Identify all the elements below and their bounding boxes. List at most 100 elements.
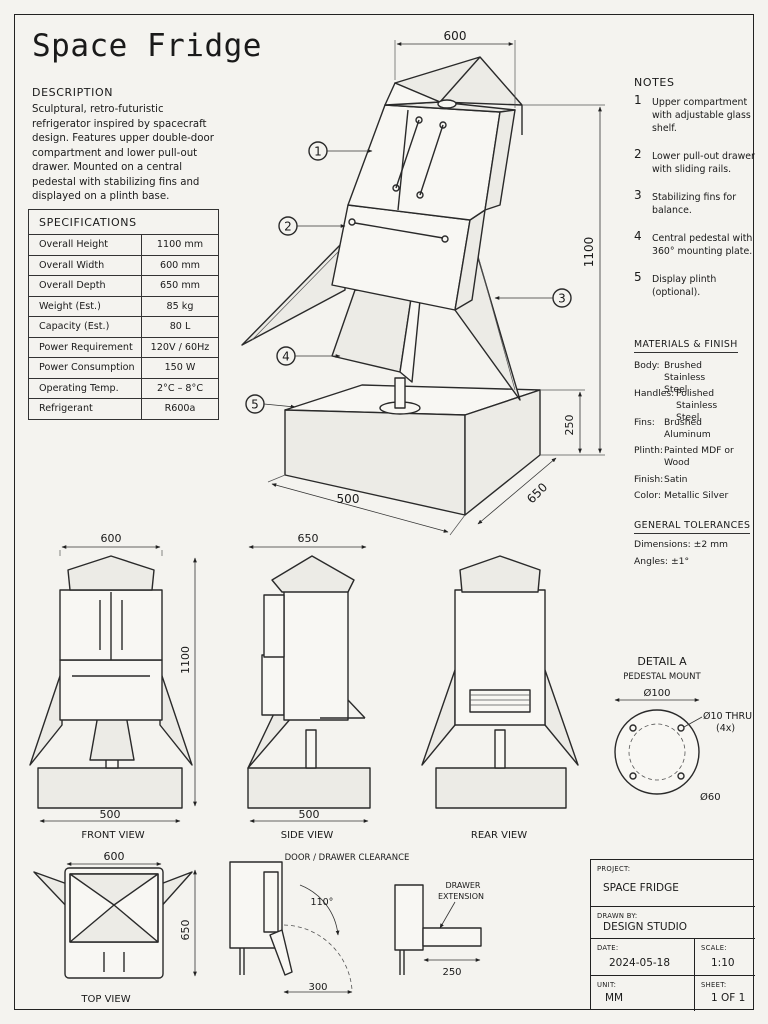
- rear-view-label: REAR VIEW: [471, 830, 527, 841]
- callout-4-label: 4: [282, 350, 290, 364]
- front-nozzle: [89, 714, 135, 761]
- tolerance-dimensions: Dimensions: ±2 mm: [634, 539, 728, 551]
- title-block-unit: UNIT: MM: [591, 976, 695, 1011]
- note-text: Display plinth (optional).: [652, 274, 717, 298]
- title-block-date: DATE: 2024-05-18: [591, 939, 695, 976]
- drawer-body: [394, 884, 424, 951]
- rear-right-fin: [544, 669, 579, 766]
- tolerance-key: Dimensions:: [634, 539, 691, 550]
- description-text: Sculptural, retro-futuristic refrigerato…: [32, 104, 214, 202]
- description-heading: DESCRIPTION: [32, 86, 114, 99]
- note-text: Upper compartment with adjustable glass …: [652, 97, 751, 134]
- callout-2-label: 2: [284, 220, 292, 234]
- side-nose-cone: [271, 555, 355, 593]
- tolerance-angles: Angles: ±1°: [634, 556, 689, 568]
- unit-label: UNIT:: [597, 981, 617, 989]
- material-item: Finish:Satin: [634, 474, 687, 486]
- side-plinth: [247, 767, 371, 809]
- top-dim-width: 600: [104, 850, 125, 863]
- material-value: Painted MDF or Wood: [664, 445, 734, 468]
- door-split: [397, 109, 409, 211]
- material-item: Fins:Brushed Aluminum: [634, 417, 714, 441]
- top-view-label: TOP VIEW: [80, 994, 130, 1005]
- detail-dim-outer: Ø100: [644, 687, 671, 699]
- front-plinth: [37, 767, 183, 809]
- page-title: Space Fridge: [32, 28, 262, 64]
- note-text: Central pedestal with 360° mounting plat…: [652, 233, 753, 257]
- material-value: Brushed Stainless Steel: [664, 360, 706, 395]
- iso-dim-plinth-width: 500: [337, 492, 360, 506]
- detail-dim-holes: Ø10 THRU: [703, 711, 752, 722]
- material-key: Fins:: [634, 417, 655, 428]
- door-handle-right: [419, 124, 444, 196]
- left-fin: [241, 239, 346, 346]
- lower-nozzle: [331, 289, 413, 373]
- spec-value: 650 mm: [141, 275, 219, 297]
- front-left-fin: [29, 669, 63, 766]
- callout-5-label: 5: [251, 398, 259, 412]
- title-block: PROJECT: SPACE FRIDGE DRAWN BY: DESIGN S…: [590, 859, 755, 1011]
- material-value: Satin: [664, 474, 688, 485]
- sheet-label: SHEET:: [701, 981, 727, 989]
- unit-value: MM: [605, 992, 624, 1004]
- drawer-front: [331, 204, 471, 311]
- material-item: Body: Brushed Stainless Steel: [634, 360, 726, 396]
- material-key: Handles:: [634, 388, 675, 399]
- clearance-dim-door: 300: [308, 982, 327, 993]
- side-dim-base: 500: [299, 808, 320, 821]
- material-value: Polished Stainless Steel: [676, 388, 718, 423]
- title-block-scale: SCALE: 1:10: [695, 939, 755, 976]
- scale-label: SCALE:: [701, 944, 727, 952]
- materials-heading: MATERIALS & FINISH: [634, 339, 738, 353]
- note-number: 1: [634, 93, 642, 107]
- table-row: Operating Temp.2°C – 8°C: [28, 377, 219, 399]
- material-item: Color:Metallic Silver: [634, 490, 728, 502]
- callout-1-label: 1: [314, 145, 322, 159]
- front-view-label: FRONT VIEW: [81, 830, 144, 841]
- rear-view: REAR VIEW: [421, 555, 579, 841]
- drawer-handle: [354, 222, 444, 239]
- date-value: 2024-05-18: [609, 957, 671, 969]
- plinth-front: [284, 409, 466, 516]
- front-right-fin: [159, 669, 193, 766]
- clearance-angle: 110°: [311, 897, 334, 908]
- detail-dim-inner: Ø60: [700, 791, 721, 803]
- note-item: 4 Central pedestal with 360° mounting pla…: [634, 229, 762, 258]
- note-number: 4: [634, 229, 642, 243]
- drawer-extension-label2: EXTENSION: [438, 892, 484, 901]
- rear-plinth: [435, 767, 567, 809]
- notes-heading: NOTES: [634, 76, 675, 89]
- clearance-title: DOOR / DRAWER CLEARANCE: [285, 853, 410, 863]
- date-label: DATE:: [597, 944, 619, 952]
- table-row: Capacity (Est.)80 L: [28, 316, 219, 338]
- tolerance-value: ±2 mm: [693, 539, 729, 550]
- tolerance-key: Angles:: [634, 556, 669, 567]
- clearance-view: DOOR / DRAWER CLEARANCE 110° 300 DRAWER …: [229, 853, 484, 994]
- drawer-extension-label: DRAWER: [446, 881, 481, 890]
- rear-vent-icon: [469, 689, 531, 713]
- detail-a-subtitle: PEDESTAL MOUNT: [623, 672, 701, 682]
- note-text: Lower pull-out drawer with sliding rails…: [652, 151, 755, 175]
- drawer-extended: [422, 927, 482, 947]
- iso-dim-plinth-height: 250: [563, 415, 576, 436]
- isometric-view: 1 2 3 4 5 600 1100 250 500 650: [241, 29, 605, 536]
- pedestal-column: [394, 377, 406, 409]
- side-view-label: SIDE VIEW: [281, 830, 334, 841]
- detail-a-title: DETAIL A: [637, 655, 687, 668]
- material-item: Handles:Polished Stainless Steel: [634, 388, 740, 424]
- sheet-value: 1 OF 1: [711, 992, 746, 1004]
- clearance-door: [269, 929, 293, 976]
- front-nose-cone: [67, 555, 155, 591]
- front-dim-width: 600: [101, 532, 122, 545]
- clearance-dim-drawer: 250: [442, 967, 461, 978]
- material-key: Body:: [634, 360, 660, 371]
- material-item: Plinth:Painted MDF or Wood: [634, 445, 736, 469]
- drawn-label: DRAWN BY:: [597, 912, 638, 920]
